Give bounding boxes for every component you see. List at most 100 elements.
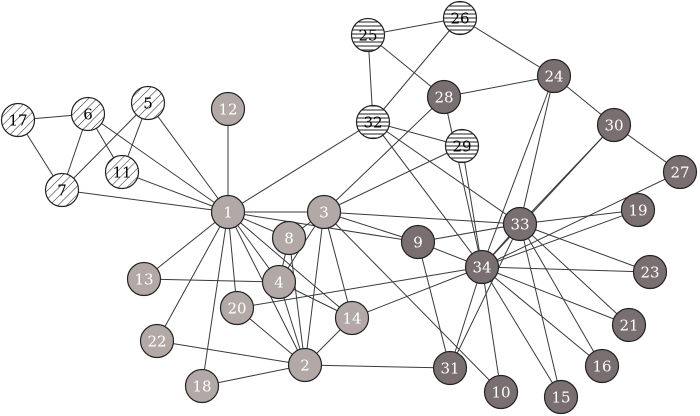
node-label-28: 28 bbox=[434, 89, 453, 107]
node-26: 26 bbox=[442, 0, 478, 36]
edge-3-28 bbox=[323, 96, 445, 213]
node-label-2: 2 bbox=[300, 357, 310, 375]
node-12: 12 bbox=[210, 91, 246, 127]
node-1: 1 bbox=[210, 194, 246, 230]
node-label-6: 6 bbox=[83, 106, 93, 124]
node-label-26: 26 bbox=[450, 10, 469, 28]
edge-24-28 bbox=[443, 75, 555, 98]
node-label-33: 33 bbox=[510, 216, 529, 234]
node-22: 22 bbox=[139, 323, 175, 359]
node-19: 19 bbox=[620, 192, 656, 228]
node-circle-13 bbox=[126, 261, 162, 297]
node-5: 5 bbox=[130, 85, 166, 121]
node-circle-29 bbox=[444, 128, 480, 164]
node-circle-5 bbox=[130, 85, 166, 121]
node-label-11: 11 bbox=[112, 164, 131, 182]
edge-2-31 bbox=[304, 364, 451, 369]
edge-5-7 bbox=[61, 102, 149, 191]
edge-1-18 bbox=[201, 211, 229, 387]
node-label-7: 7 bbox=[57, 182, 67, 200]
node-circle-25 bbox=[350, 17, 386, 53]
node-circle-11 bbox=[104, 154, 140, 190]
node-circle-8 bbox=[271, 220, 307, 256]
node-label-21: 21 bbox=[619, 317, 638, 335]
node-circle-22 bbox=[139, 323, 175, 359]
edge-24-33 bbox=[519, 75, 555, 225]
node-label-20: 20 bbox=[227, 300, 246, 318]
edge-26-32 bbox=[372, 17, 461, 123]
node-7: 7 bbox=[44, 172, 80, 208]
edge-4-13 bbox=[143, 278, 280, 283]
edge-2-3 bbox=[304, 211, 325, 366]
edge-27-34 bbox=[481, 171, 681, 268]
edge-9-31 bbox=[417, 241, 451, 369]
edge-16-34 bbox=[481, 266, 603, 367]
edges-layer bbox=[17, 17, 681, 398]
node-label-5: 5 bbox=[143, 95, 153, 113]
node-24: 24 bbox=[536, 58, 572, 94]
edge-1-13 bbox=[143, 211, 229, 280]
node-label-27: 27 bbox=[670, 164, 689, 182]
node-9: 9 bbox=[400, 224, 436, 260]
node-circle-18 bbox=[184, 368, 220, 404]
edge-14-34 bbox=[351, 266, 483, 319]
node-circle-27 bbox=[662, 154, 698, 190]
node-4: 4 bbox=[261, 264, 297, 300]
node-6: 6 bbox=[70, 96, 106, 132]
node-2: 2 bbox=[287, 347, 323, 383]
node-label-14: 14 bbox=[342, 310, 361, 328]
node-label-10: 10 bbox=[491, 384, 510, 402]
node-14: 14 bbox=[334, 300, 370, 336]
edge-16-33 bbox=[519, 223, 603, 367]
edge-1-32 bbox=[227, 121, 374, 213]
node-29: 29 bbox=[444, 128, 480, 164]
node-circle-33 bbox=[502, 206, 538, 242]
edge-2-8 bbox=[288, 237, 306, 366]
node-circle-15 bbox=[543, 379, 579, 415]
node-18: 18 bbox=[184, 368, 220, 404]
node-label-23: 23 bbox=[640, 264, 659, 282]
node-circle-4 bbox=[261, 264, 297, 300]
node-circle-14 bbox=[334, 300, 370, 336]
node-33: 33 bbox=[502, 206, 538, 242]
node-28: 28 bbox=[426, 79, 462, 115]
node-circle-32 bbox=[355, 104, 391, 140]
node-11: 11 bbox=[104, 154, 140, 190]
edge-31-33 bbox=[449, 223, 521, 369]
node-label-30: 30 bbox=[604, 117, 623, 135]
node-circle-19 bbox=[620, 192, 656, 228]
node-circle-34 bbox=[464, 249, 500, 285]
edge-1-22 bbox=[156, 211, 229, 342]
edge-21-33 bbox=[519, 223, 630, 326]
node-30: 30 bbox=[596, 107, 632, 143]
node-label-15: 15 bbox=[551, 389, 570, 407]
node-label-25: 25 bbox=[358, 27, 377, 45]
edge-15-34 bbox=[481, 266, 562, 398]
node-circle-7 bbox=[44, 172, 80, 208]
node-25: 25 bbox=[350, 17, 386, 53]
node-21: 21 bbox=[611, 307, 647, 343]
edge-1-6 bbox=[87, 113, 229, 213]
node-16: 16 bbox=[584, 348, 620, 384]
node-15: 15 bbox=[543, 379, 579, 415]
node-circle-16 bbox=[584, 348, 620, 384]
edge-30-34 bbox=[481, 124, 615, 268]
node-label-29: 29 bbox=[452, 138, 471, 156]
node-circle-30 bbox=[596, 107, 632, 143]
node-17: 17 bbox=[0, 102, 36, 138]
edge-3-10 bbox=[323, 211, 502, 393]
edge-23-33 bbox=[519, 223, 651, 273]
node-label-34: 34 bbox=[472, 259, 491, 277]
node-label-12: 12 bbox=[218, 101, 237, 119]
node-label-13: 13 bbox=[134, 271, 153, 289]
node-circle-21 bbox=[611, 307, 647, 343]
edge-32-33 bbox=[372, 121, 521, 225]
edge-20-34 bbox=[236, 266, 483, 309]
node-circle-26 bbox=[442, 0, 478, 36]
node-circle-6 bbox=[70, 96, 106, 132]
node-circle-2 bbox=[287, 347, 323, 383]
edge-28-34 bbox=[443, 96, 483, 268]
node-label-1: 1 bbox=[223, 204, 233, 222]
edge-32-34 bbox=[372, 121, 483, 268]
